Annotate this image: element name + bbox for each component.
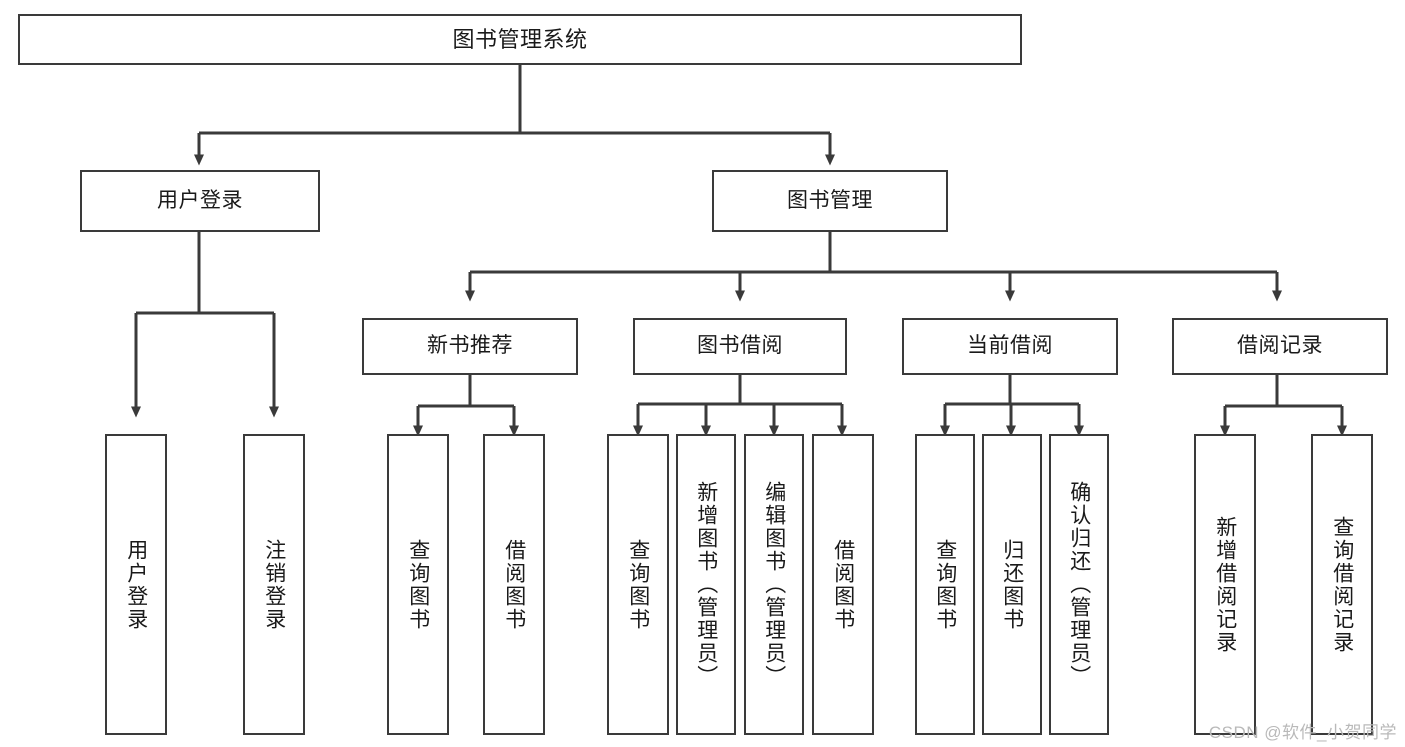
node-leaf-query-book-3-label: 查询图书 [933,538,957,631]
node-root[interactable]: 图书管理系统 [18,14,1022,65]
node-leaf-confirm-return[interactable]: 确认归还（管理员） [1049,434,1109,735]
node-leaf-add-record[interactable]: 新增借阅记录 [1194,434,1256,735]
node-leaf-add-book-label: 新增图书（管理员） [694,481,718,688]
node-leaf-query-book-2[interactable]: 查询图书 [607,434,669,735]
node-leaf-query-book-1-label: 查询图书 [406,538,430,631]
csdn-watermark: CSDN @软件_小贺同学 [1208,723,1397,742]
node-borrow-record-label: 借阅记录 [1237,334,1323,358]
node-new-book-rec-label: 新书推荐 [427,334,513,358]
node-leaf-return-book-label: 归还图书 [1000,538,1024,631]
node-user-login[interactable]: 用户登录 [80,170,320,232]
node-leaf-user-login-label: 用户登录 [124,538,148,631]
node-leaf-query-record[interactable]: 查询借阅记录 [1311,434,1373,735]
node-leaf-add-record-label: 新增借阅记录 [1213,515,1237,654]
node-book-borrow-label: 图书借阅 [697,334,783,358]
node-user-login-label: 用户登录 [157,188,243,212]
node-leaf-borrow-book-2-label: 借阅图书 [831,538,855,631]
node-current-borrow[interactable]: 当前借阅 [902,318,1118,375]
node-book-manage-label: 图书管理 [787,188,873,212]
node-leaf-edit-book-label: 编辑图书（管理员） [762,481,786,688]
node-borrow-record[interactable]: 借阅记录 [1172,318,1388,375]
node-leaf-borrow-book-2[interactable]: 借阅图书 [812,434,874,735]
node-book-manage[interactable]: 图书管理 [712,170,948,232]
node-leaf-query-book-3[interactable]: 查询图书 [915,434,975,735]
node-leaf-borrow-book-1[interactable]: 借阅图书 [483,434,545,735]
node-leaf-user-logout-label: 注销登录 [262,538,286,631]
node-leaf-query-book-1[interactable]: 查询图书 [387,434,449,735]
node-leaf-user-logout[interactable]: 注销登录 [243,434,305,735]
node-leaf-confirm-return-label: 确认归还（管理员） [1067,481,1091,688]
node-book-borrow[interactable]: 图书借阅 [633,318,847,375]
node-leaf-edit-book[interactable]: 编辑图书（管理员） [744,434,804,735]
node-leaf-add-book[interactable]: 新增图书（管理员） [676,434,736,735]
node-current-borrow-label: 当前借阅 [967,334,1053,358]
node-leaf-return-book[interactable]: 归还图书 [982,434,1042,735]
node-leaf-query-book-2-label: 查询图书 [626,538,650,631]
node-new-book-rec[interactable]: 新书推荐 [362,318,578,375]
node-leaf-borrow-book-1-label: 借阅图书 [502,538,526,631]
node-leaf-query-record-label: 查询借阅记录 [1330,515,1354,654]
node-root-label: 图书管理系统 [452,26,588,52]
node-leaf-user-login[interactable]: 用户登录 [105,434,167,735]
